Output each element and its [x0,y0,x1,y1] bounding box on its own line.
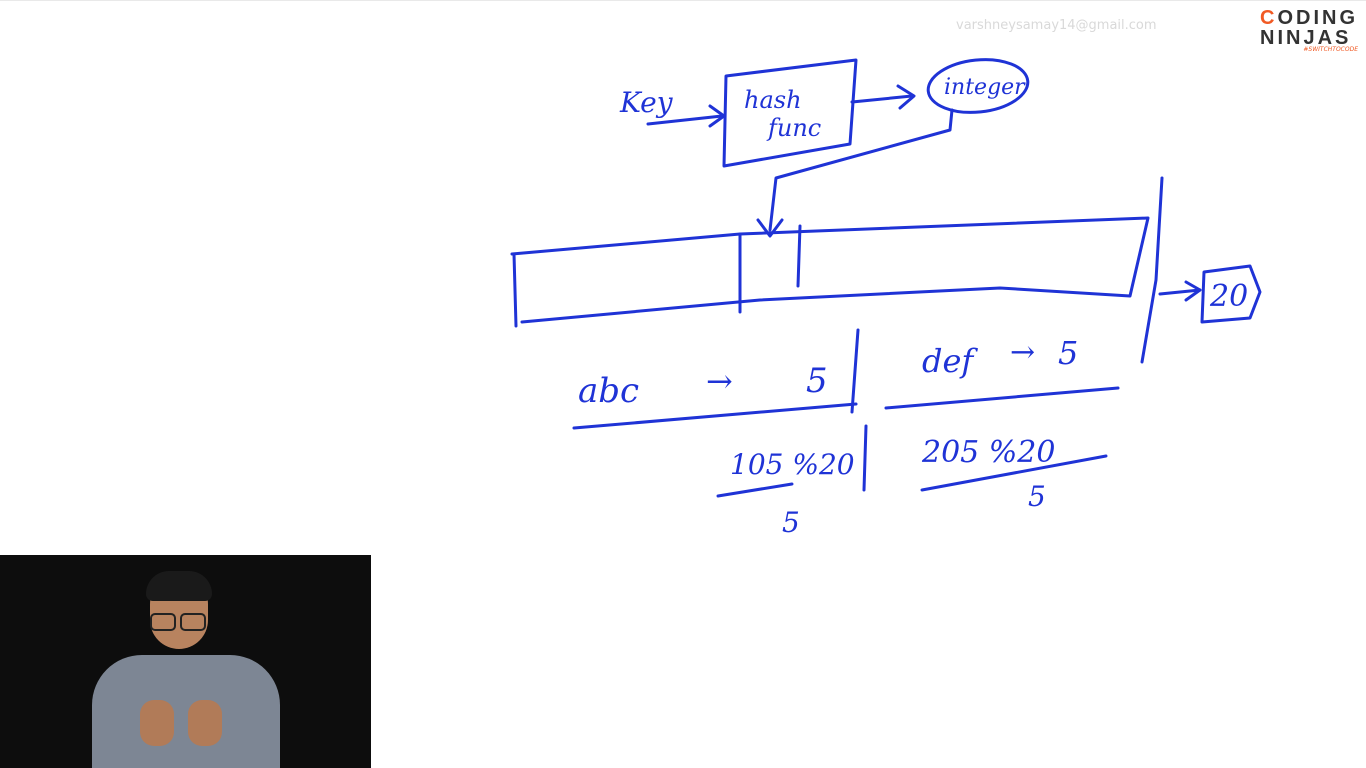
logo-c-letter: C [1260,7,1278,29]
hash-out-arrow [850,94,914,104]
key-arrow [646,114,724,126]
integer-ellipse [926,58,1030,114]
entry1-calc: 105 %20 [730,448,855,481]
hash-out-arrow-head [896,84,916,110]
entry-separator [850,328,860,414]
instructor-shirt [92,655,280,768]
entry1-fraction-line [716,482,794,498]
entry2-result: 5 [1028,480,1046,513]
index-arrow [768,108,954,232]
entry1-underline [572,402,858,430]
entry2-underline [884,386,1120,410]
logo-line2: NINJAS [1260,27,1352,49]
entry1-key: abc [578,371,639,411]
entry2-key: def [922,342,978,380]
left-hand [140,700,174,746]
hash-func-box [722,58,858,168]
size-box [1200,264,1262,324]
coding-ninjas-logo: CODING NINJAS #SWITCHTOCODE [1256,8,1360,56]
array-left-edge [512,252,518,328]
logo-line1: ODING [1277,7,1359,29]
logo-tagline: #SWITCHTOCODE [1303,46,1358,53]
bucket-array [510,216,1150,324]
index-arrow-head [756,218,784,238]
hash-func-line1: hash [744,86,802,114]
right-hand [188,700,222,746]
size-arrow-head [1184,280,1202,302]
instructor-video [0,555,371,768]
entry2-fraction-line [920,454,1108,492]
entry1-calc-bar [862,424,868,492]
email-watermark: varshneysamay14@gmail.com [956,18,1157,33]
entry1-value: 5 [806,361,828,401]
entry2-calc: 205 %20 [921,435,1055,470]
size-arrow [1158,288,1202,296]
instructor-hair [146,571,212,601]
glasses-icon [150,613,208,631]
entry1-result: 5 [782,506,800,539]
array-divider-2 [796,224,802,288]
entry1-arrow: → [706,362,733,400]
entry2-value: 5 [1058,334,1078,372]
entry2-arrow: → [1010,335,1035,370]
hash-func-line2: func [766,114,821,142]
size-value: 20 [1209,279,1248,314]
key-label: Key [619,86,674,119]
integer-label: integer [944,75,1026,100]
array-size-bar [1140,176,1164,364]
top-border [0,0,1366,1]
